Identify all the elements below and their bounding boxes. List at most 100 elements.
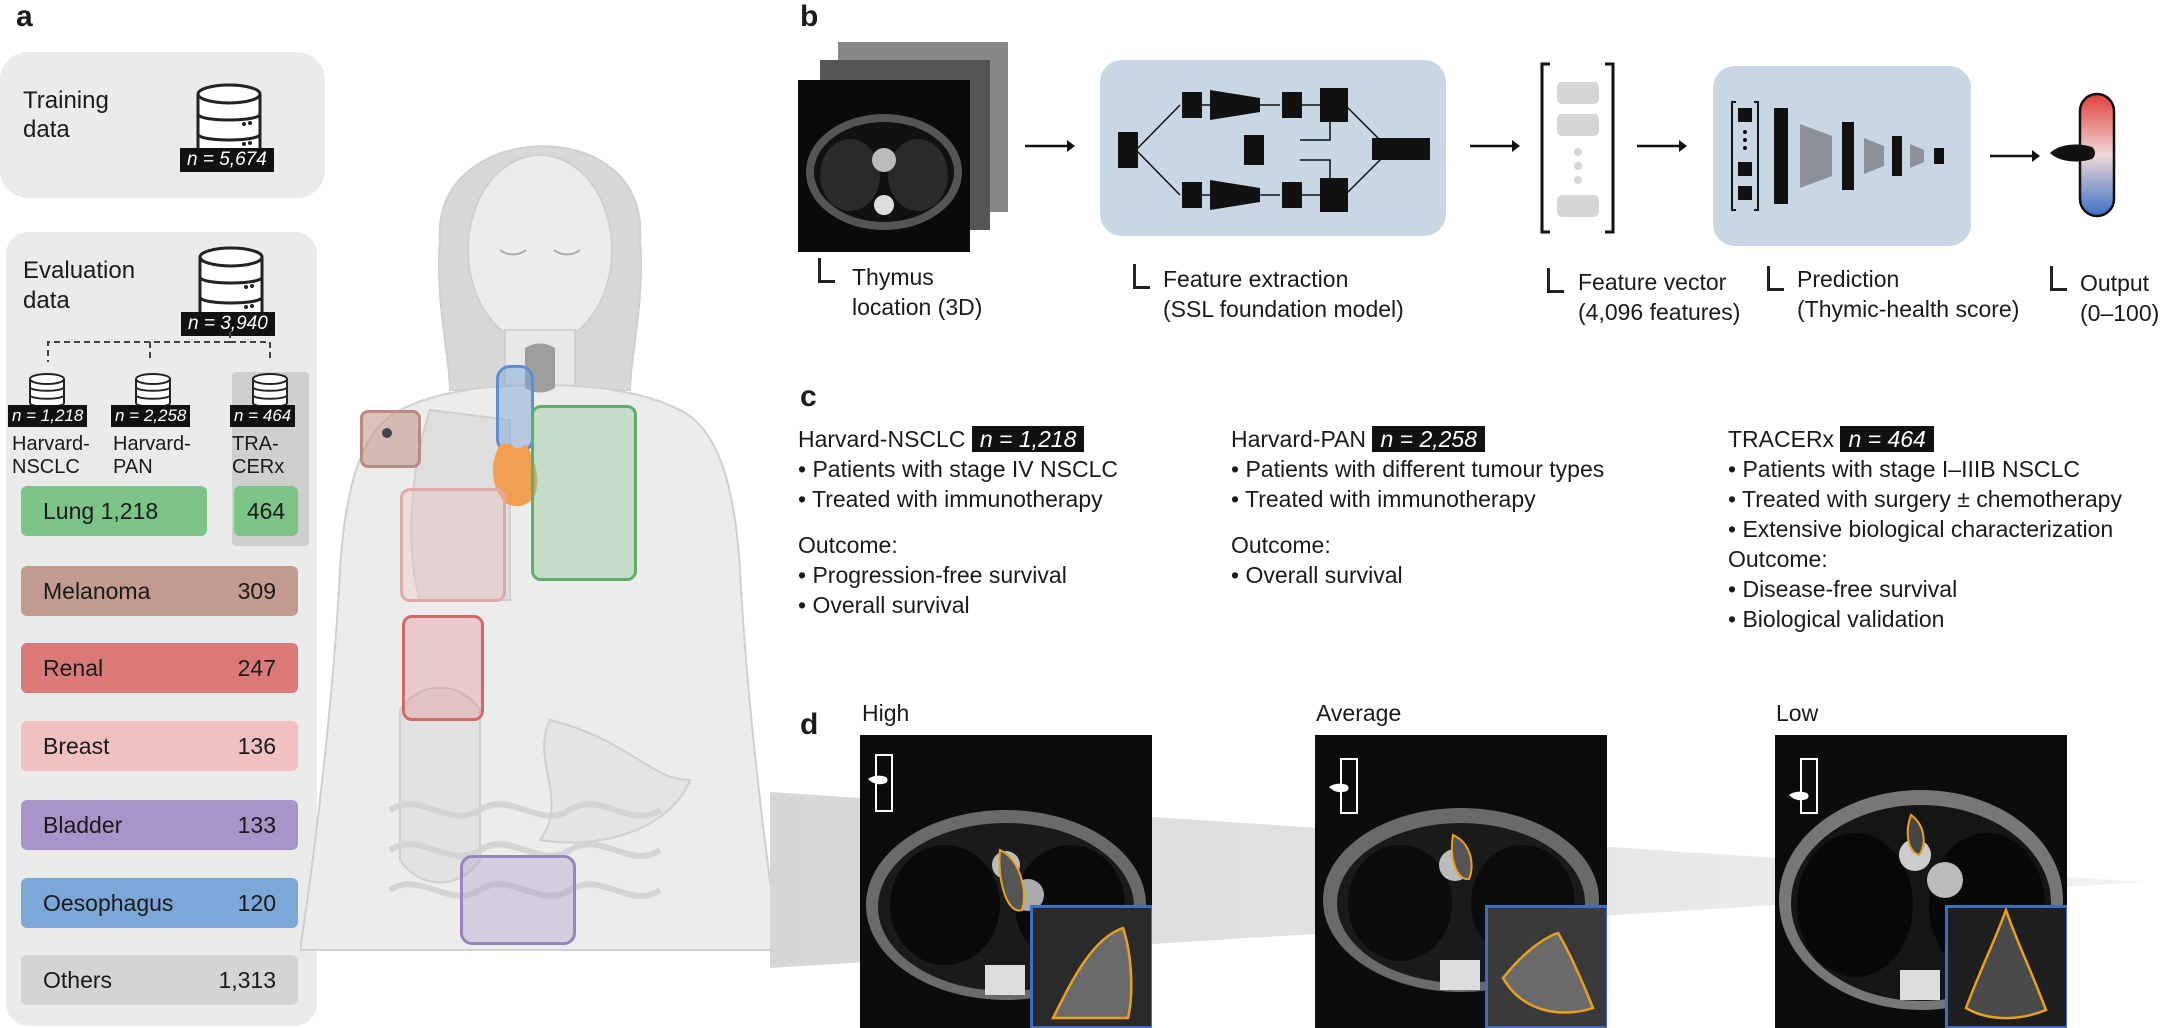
cohort-label: CERx <box>232 456 285 478</box>
thymus-inset <box>1945 905 2067 1028</box>
prediction-network-diagram <box>1731 101 1944 211</box>
cancer-name: Renal <box>43 654 104 681</box>
cancer-row-melanoma: Melanoma 309 <box>21 566 298 616</box>
step-caption: (Thymic-health score) <box>1797 296 2020 322</box>
cancer-row-bladder: Bladder 133 <box>21 800 298 850</box>
cancer-row-breast: Breast 136 <box>21 721 298 771</box>
cohort-n-badge: n = 464 <box>230 405 296 427</box>
renal-box <box>402 615 484 721</box>
cancer-row-others: Others 1,313 <box>21 955 298 1005</box>
thymus-inset <box>1485 905 1607 1028</box>
arrow-icon <box>1025 140 1075 152</box>
cohort-bullet: Patients with stage I–IIIB NSCLC <box>1742 456 2080 482</box>
bladder-box <box>460 855 576 945</box>
cancer-row-oesophagus: Oesophagus 120 <box>21 878 298 928</box>
panel-c-letter: c <box>800 380 817 413</box>
arrow-icon <box>1990 150 2040 162</box>
database-icon <box>135 373 171 408</box>
step-caption: (4,096 features) <box>1578 299 1741 325</box>
cohort-name: Harvard-NSCLC <box>798 426 966 452</box>
panel-d-letter: d <box>800 708 819 741</box>
arrow-icon <box>1470 140 1520 152</box>
melanoma-lesion-icon <box>382 428 392 438</box>
cohort-bullet: Extensive biological characterization <box>1742 516 2114 542</box>
cancer-count: 309 <box>237 577 276 604</box>
cancer-count: 1,218 <box>100 497 159 524</box>
outcome-item: Biological validation <box>1742 606 1945 632</box>
cohort-n-badge: n = 1,218 <box>8 405 88 427</box>
thymus-inset <box>1030 905 1152 1028</box>
tracerx-lung-value: 464 <box>246 497 286 524</box>
evaluation-n-badge: n = 3,940 <box>181 312 275 336</box>
arrow-icon <box>1637 140 1687 152</box>
cohort-n-badge: n = 2,258 <box>1372 426 1485 452</box>
cohort-description-tracerx: TRACERx n = 464 • Patients with stage I–… <box>1728 426 2122 632</box>
step-caption: (0–100) <box>2080 300 2160 326</box>
caption-corner-mark <box>2050 266 2067 291</box>
cancer-name: Melanoma <box>43 577 151 604</box>
cancer-name: Breast <box>43 732 110 759</box>
ct-scan-average <box>1315 735 1607 1028</box>
panel-a-letter: a <box>16 0 33 33</box>
ssl-network-diagram <box>1118 88 1430 212</box>
caption-corner-mark <box>1767 266 1784 291</box>
cohort-connector-lines <box>47 332 271 362</box>
cohort-name: TRACERx <box>1728 426 1835 452</box>
cancer-count: 1,313 <box>218 966 276 993</box>
outcome-item: Overall survival <box>1245 562 1403 588</box>
caption-corner-mark <box>818 258 835 283</box>
cancer-count: 120 <box>237 889 276 916</box>
cohort-bullet: Treated with surgery ± chemotherapy <box>1742 486 2122 512</box>
step-caption: Thymus <box>852 264 934 290</box>
cohort-n-badge: n = 464 <box>1840 426 1934 452</box>
ct-scan-image <box>798 80 970 252</box>
cohort-bullet: Treated with immunotherapy <box>812 486 1103 512</box>
outcome-label: Outcome: <box>1231 532 1331 558</box>
cohort-n-badge: n = 1,218 <box>971 426 1085 452</box>
cancer-name: Others <box>43 966 113 993</box>
score-level-label: High <box>862 700 910 726</box>
thymus-organ <box>492 444 538 506</box>
database-icon <box>252 373 288 408</box>
cancer-name: Oesophagus <box>43 889 174 916</box>
score-level-label: Low <box>1776 700 1819 726</box>
tracerx-lung-count: 464 <box>234 486 298 536</box>
cohort-n-badge: n = 2,258 <box>111 405 191 427</box>
evaluation-label-2: data <box>23 287 70 314</box>
step-caption: location (3D) <box>852 294 983 320</box>
database-icon <box>198 246 264 323</box>
training-label-1: Training <box>23 87 109 114</box>
training-label-2: data <box>23 116 70 143</box>
output-gauge-icon <box>2050 92 2116 218</box>
cancer-count: 247 <box>237 654 276 681</box>
outcome-item: Overall survival <box>812 592 970 618</box>
cohort-description-harvard-pan: Harvard-PAN n = 2,258 • Patients with di… <box>1231 426 1605 588</box>
cohort-label: PAN <box>113 456 153 478</box>
breast-box <box>400 488 506 602</box>
ct-scan-low <box>1775 735 2067 1028</box>
human-body-illustration <box>300 145 780 951</box>
panel-b-letter: b <box>800 0 819 33</box>
step-caption: (SSL foundation model) <box>1163 296 1404 322</box>
database-icon <box>29 373 65 408</box>
cancer-name: Bladder <box>43 811 123 838</box>
cancer-count: 133 <box>237 811 276 838</box>
evaluation-label-1: Evaluation <box>23 257 136 284</box>
cohort-bullet: Treated with immunotherapy <box>1245 486 1536 512</box>
cohort-bullet: Patients with stage IV NSCLC <box>812 456 1118 482</box>
step-caption: Feature vector <box>1578 269 1727 295</box>
training-n-badge: n = 5,674 <box>180 148 274 172</box>
step-caption: Output <box>2080 270 2150 296</box>
step-caption: Feature extraction <box>1163 266 1349 292</box>
cancer-count: 136 <box>237 732 276 759</box>
outcome-label: Outcome: <box>798 532 898 558</box>
feature-vector-icon <box>1540 62 1615 234</box>
cohort-name: Harvard-PAN <box>1231 426 1367 452</box>
cohort-bullet: Patients with different tumour types <box>1245 456 1605 482</box>
caption-corner-mark <box>1547 268 1564 293</box>
cancer-row-renal: Renal 247 <box>21 643 298 693</box>
step-caption: Prediction <box>1797 266 1900 292</box>
ct-scan-high <box>860 735 1152 1028</box>
cohort-label: Harvard- <box>12 433 90 455</box>
cancer-row-lung: Lung 1,218 <box>21 486 207 536</box>
